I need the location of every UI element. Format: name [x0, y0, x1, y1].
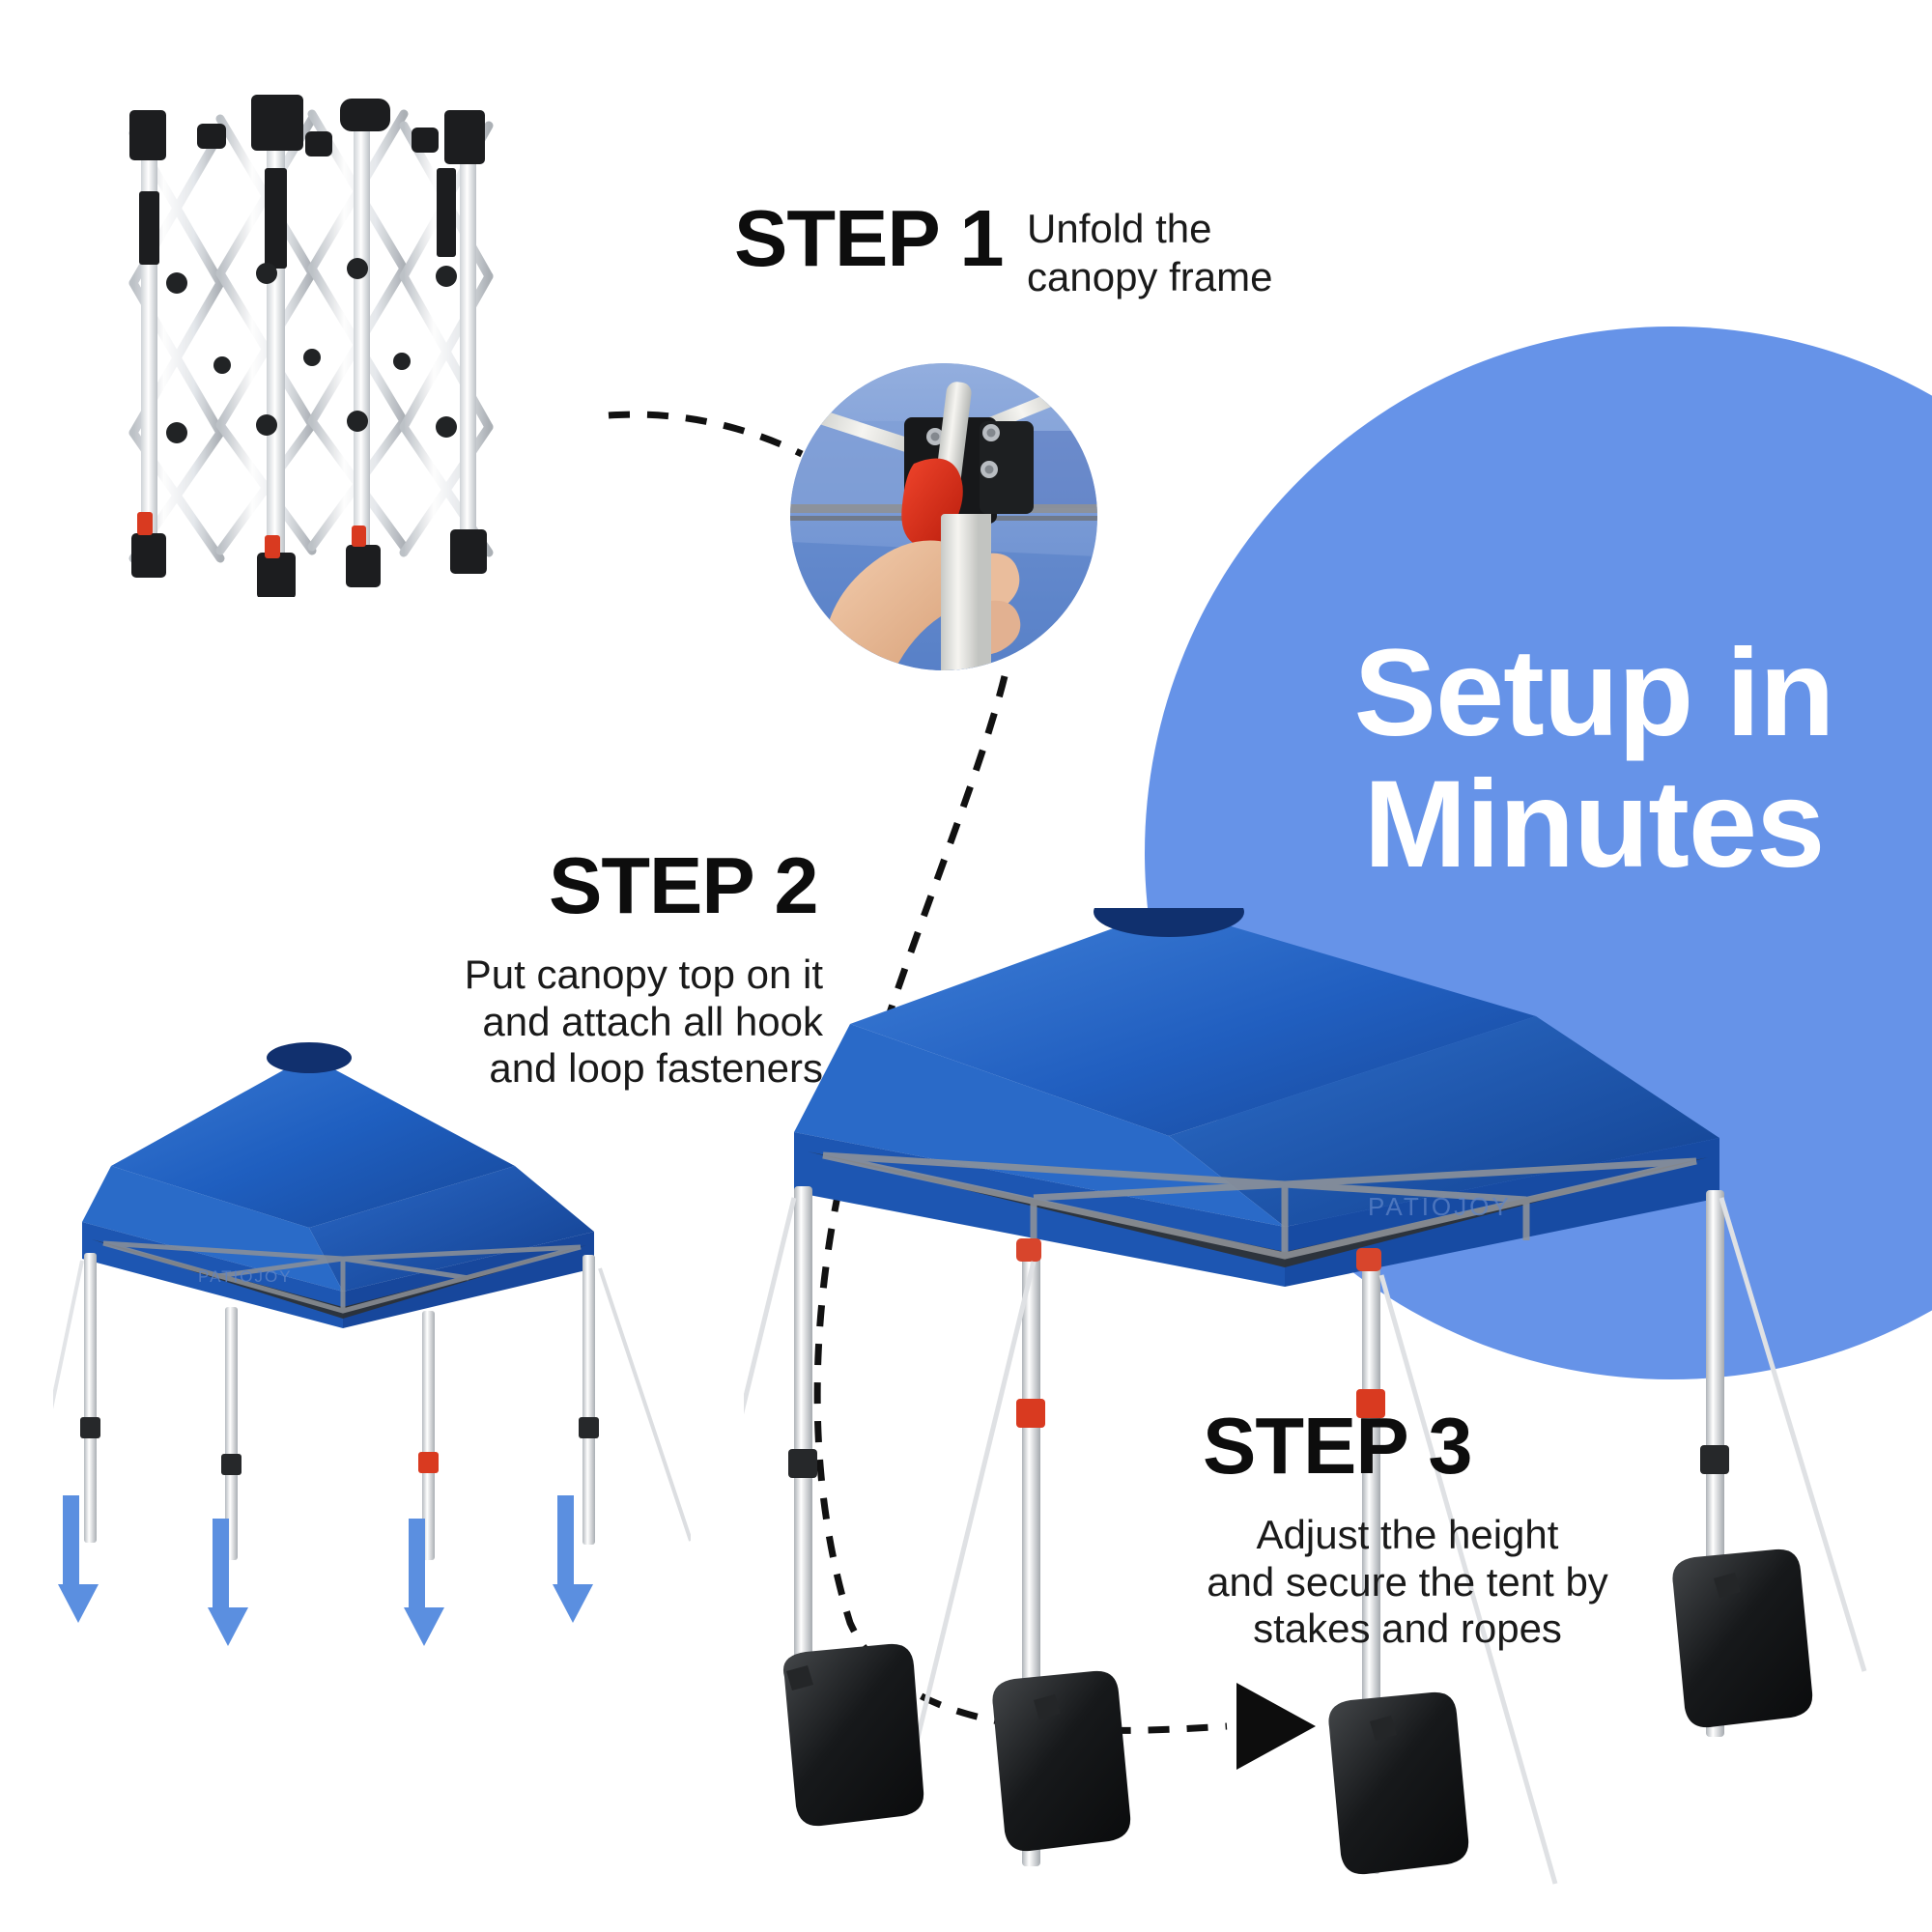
dashed-connector-step1: [608, 411, 804, 458]
arrow-down-icon-2: [208, 1519, 248, 1646]
step-1-description: Unfold the canopy frame: [1027, 205, 1272, 300]
step-2-number: STEP 2: [549, 840, 819, 930]
step-1-desc-line-2: canopy frame: [1027, 253, 1273, 299]
setup-badge-headline: Setup in Minutes: [1285, 628, 1903, 890]
step-2-description: Put canopy top on it and attach all hook…: [437, 952, 823, 1093]
step-3-desc-line-1: Adjust the height: [1256, 1512, 1559, 1557]
sandbag-weight-2: [992, 1670, 1131, 1852]
badge-headline-line2: Minutes: [1363, 754, 1826, 894]
canopy-logo-text: PATIOJOY: [198, 1267, 293, 1286]
sandbag-weight-3: [1328, 1691, 1469, 1875]
step-1-number: STEP 1: [734, 193, 1005, 283]
arrow-down-icon-4: [553, 1495, 593, 1623]
step-2-desc-line-2: and attach all hook: [482, 998, 823, 1044]
step-1-desc-line-1: Unfold the: [1027, 206, 1212, 251]
folded-canopy-frame-image: [128, 95, 494, 597]
canopy-logo-text-large: PATIOJOY: [1368, 1192, 1512, 1221]
step-2-canopy-image: PATIOJOY: [53, 1042, 691, 1560]
step-3-description: Adjust the height and secure the tent by…: [1195, 1512, 1620, 1653]
release-lever-detail-inset: [790, 363, 1097, 670]
step-3-number: STEP 3: [1203, 1401, 1473, 1491]
badge-headline-line1: Setup in: [1353, 624, 1835, 762]
arrow-down-icon-3: [404, 1519, 444, 1646]
step-3-canopy-image: PATIOJOY: [744, 908, 1867, 1885]
arrow-right-icon: [1236, 1683, 1316, 1770]
arrow-down-icon-1: [58, 1495, 99, 1623]
step-3-desc-line-2: and secure the tent by: [1207, 1558, 1608, 1605]
sandbag-weight-1: [782, 1643, 924, 1827]
sandbag-weight-4: [1672, 1548, 1813, 1728]
step-3-desc-line-3: stakes and ropes: [1253, 1605, 1562, 1652]
step-2-desc-line-3: and loop fasteners: [489, 1045, 823, 1092]
step-2-desc-line-1: Put canopy top on it: [464, 952, 823, 997]
